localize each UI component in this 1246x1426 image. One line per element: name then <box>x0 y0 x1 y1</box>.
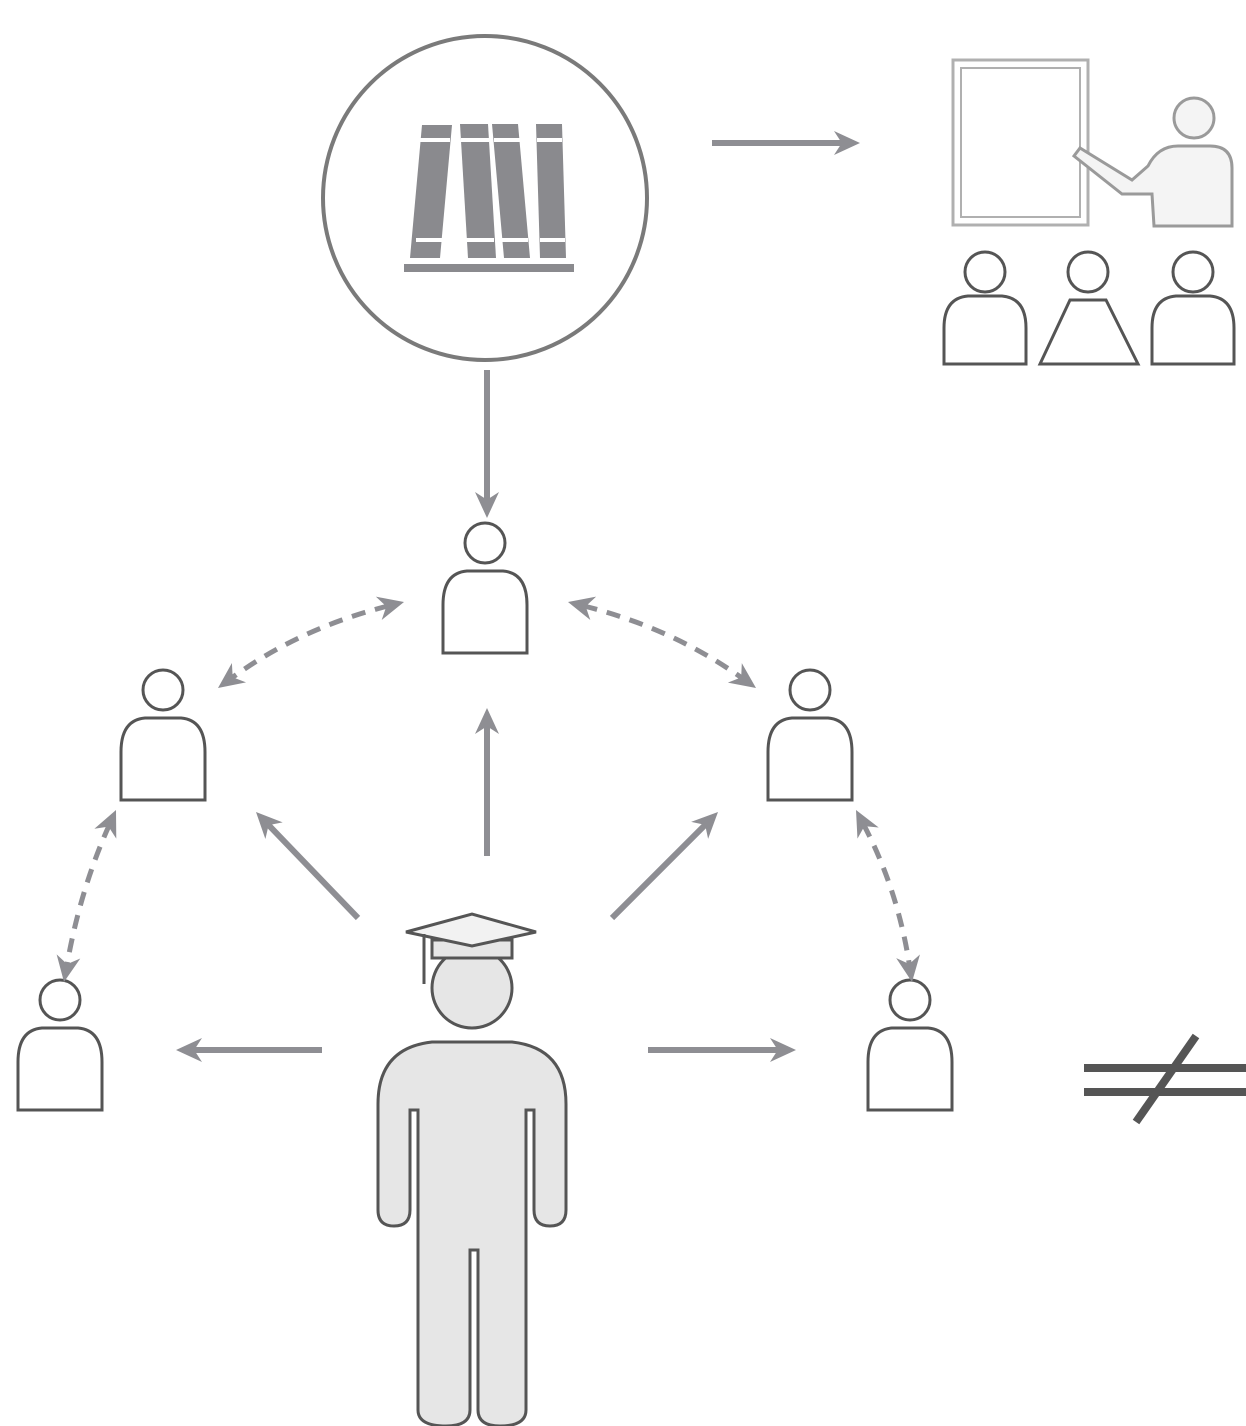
arrow-graduate-to-person-top-head <box>475 708 499 734</box>
student-3 <box>1150 250 1236 366</box>
person-icon-lower-left <box>16 978 104 1112</box>
person-icon-lower-right <box>866 978 954 1112</box>
arrow-dashed-top-upper-right-head-end <box>727 663 756 688</box>
person-icon-upper-left <box>119 668 207 802</box>
book-shelf <box>404 264 574 272</box>
arrow-dashed-upper-left-lower-left-head-start <box>94 810 117 839</box>
books-icon <box>404 124 574 272</box>
arrow-dashed-top-upper-right-head-start <box>568 596 597 620</box>
knowledge-node <box>321 34 649 362</box>
student-1 <box>942 250 1028 366</box>
arrow-layer <box>56 131 920 1062</box>
book-3 <box>492 124 530 258</box>
board <box>951 58 1090 227</box>
arrow-dashed-upper-left-lower-left-line <box>64 823 112 967</box>
arrow-knowledge-to-person-top-head <box>475 492 499 518</box>
graduate-head <box>430 946 514 1030</box>
arrow-graduate-to-person-lower-right-head <box>770 1038 796 1062</box>
person-icon-upper-right <box>766 668 854 802</box>
book-2 <box>460 124 496 258</box>
teacher-body <box>1071 144 1234 228</box>
arrow-dashed-top-upper-left-line <box>229 603 390 681</box>
arrow-graduate-to-person-upper-right-head <box>691 812 718 839</box>
book-4 <box>536 124 566 258</box>
teacher-classroom-icon <box>942 58 1236 366</box>
mortarboard <box>405 912 537 948</box>
arrow-dashed-top-upper-right-line <box>582 603 745 681</box>
graduate-icon <box>376 912 568 1426</box>
not-equal-icon <box>1084 1033 1246 1125</box>
arrow-graduate-to-person-upper-left-head <box>256 812 283 840</box>
arrow-dashed-top-upper-left-head-end <box>218 662 247 688</box>
student-2 <box>1037 250 1141 366</box>
arrow-graduate-to-person-lower-left-head <box>176 1038 202 1062</box>
graduate-body <box>376 1040 568 1426</box>
cap-band <box>430 938 514 960</box>
book-1 <box>410 125 452 258</box>
person-icon-top <box>441 521 529 655</box>
arrow-graduate-to-person-upper-left-line <box>266 822 361 921</box>
arrow-dashed-upper-left-lower-left-head-end <box>56 954 81 982</box>
arrow-dashed-upper-right-lower-right-head-start <box>856 810 879 839</box>
teacher-head <box>1172 96 1216 140</box>
arrow-knowledge-to-classroom-head <box>834 131 860 155</box>
arrow-dashed-upper-right-lower-right-line <box>861 823 913 967</box>
arrow-dashed-upper-right-lower-right-head-end <box>896 954 920 982</box>
arrow-dashed-top-upper-left-head-start <box>375 596 404 620</box>
arrow-graduate-to-person-upper-right-line <box>609 822 708 921</box>
